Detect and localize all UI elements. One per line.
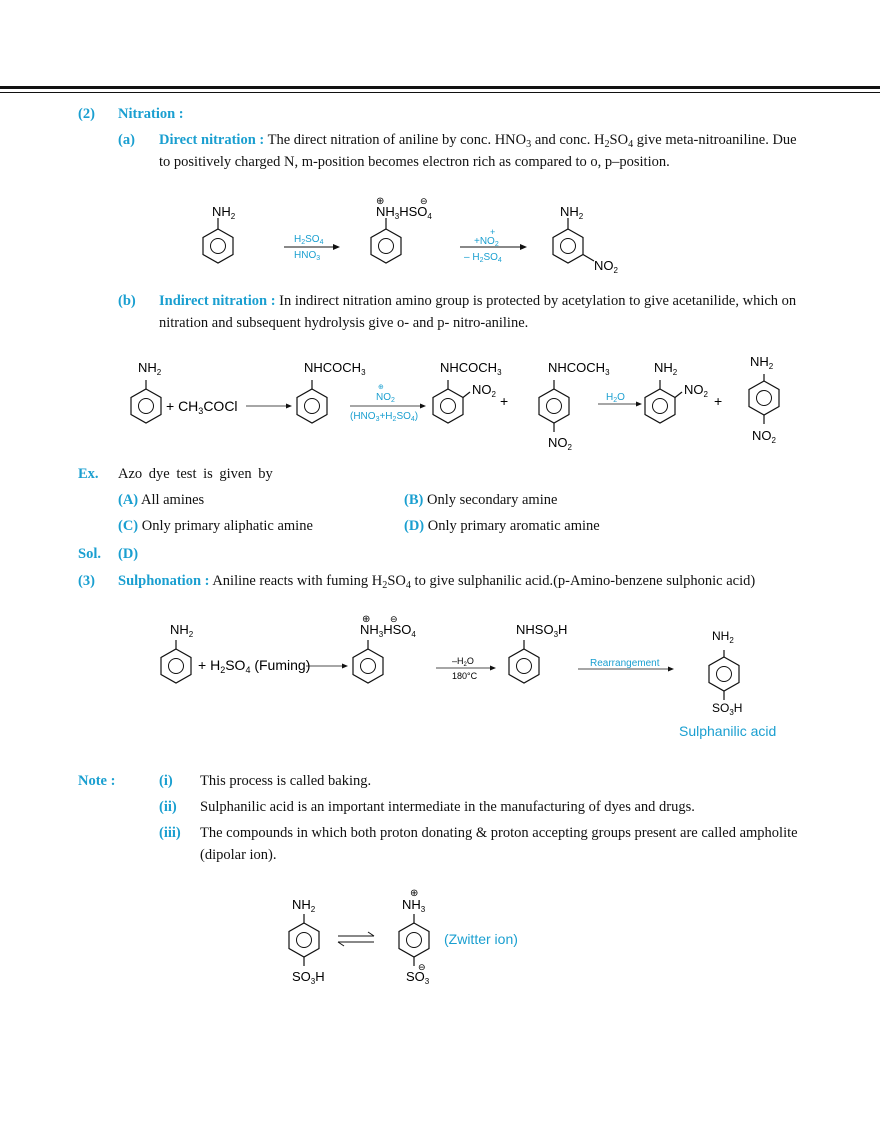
- anilinium-label: NH3HSO4: [376, 204, 432, 221]
- svg-text:NHCOCH3: NHCOCH3: [548, 360, 610, 377]
- option-a: (A) All amines: [118, 492, 205, 508]
- benzene-ring: [370, 218, 402, 264]
- svg-text:+NO2: +NO2: [474, 236, 499, 248]
- svg-text:+: +: [500, 393, 508, 409]
- svg-text:+: +: [490, 227, 495, 237]
- option-d: (D) Only primary aromatic amine: [404, 518, 600, 534]
- benzene-ring: [644, 380, 683, 424]
- header-rule-thin: [0, 92, 880, 93]
- zwitter-ion-scheme: NH2 SO3H ⊕ NH3 ⊖ SO3 (Zwitter ion): [288, 888, 518, 986]
- section-title: Nitration :: [118, 106, 184, 122]
- svg-text:NHCOCH3: NHCOCH3: [440, 360, 502, 377]
- section-number: (2): [78, 106, 95, 122]
- item-label: (b): [118, 293, 136, 309]
- option-c: (C) Only primary aliphatic amine: [118, 518, 313, 534]
- svg-text:– H2SO4: – H2SO4: [464, 252, 502, 264]
- benzene-ring: [508, 640, 540, 684]
- header-rule-thick: [0, 86, 880, 89]
- sulphonation-scheme: NH2 + H2SO4 (Fuming) ⊕ ⊖ NH3HSO4 –H2O 18…: [160, 614, 742, 717]
- benzene-ring: [288, 914, 320, 966]
- benzene-ring: [748, 374, 780, 424]
- svg-text:(HNO3+H2SO4): (HNO3+H2SO4): [350, 411, 418, 423]
- svg-text:H2SO4: H2SO4: [294, 234, 324, 246]
- svg-text:⊕: ⊕: [378, 384, 384, 391]
- svg-text:–H2O: –H2O: [452, 656, 474, 668]
- svg-text:NH2: NH2: [170, 622, 194, 639]
- svg-text:Rearrangement: Rearrangement: [590, 658, 660, 669]
- svg-text:⊕: ⊕: [410, 888, 418, 899]
- subheading: Indirect nitration :: [159, 293, 276, 309]
- question: Azo dye test is given by: [118, 466, 273, 482]
- svg-text:⊖: ⊖: [418, 962, 426, 972]
- svg-text:SO3: SO3: [406, 969, 430, 986]
- svg-text:H2O: H2O: [606, 392, 625, 404]
- svg-text:NO2: NO2: [752, 428, 777, 445]
- benzene-ring: [130, 380, 162, 424]
- svg-text:⊖: ⊖: [420, 196, 428, 206]
- indirect-nitration-scheme: NH2 + CH3COCl NHCOCH3 ⊕ NO2 (HNO3+H2SO4)…: [130, 354, 780, 452]
- text-line: nitration and subsequent hydrolysis give…: [159, 315, 529, 331]
- benzene-ring: [552, 218, 595, 264]
- solution-answer: (D): [118, 546, 139, 562]
- note-key: (iii): [159, 825, 181, 841]
- svg-text:NH2: NH2: [750, 354, 774, 371]
- item-label: (a): [118, 132, 135, 148]
- svg-text:NO2: NO2: [548, 435, 573, 452]
- note-key: (i): [159, 773, 173, 789]
- note-text: Sulphanilic acid is an important interme…: [200, 799, 695, 815]
- svg-text:⊖: ⊖: [390, 614, 398, 624]
- svg-text:NH2: NH2: [654, 360, 678, 377]
- example-label: Ex.: [78, 466, 99, 482]
- svg-text:⊕: ⊕: [376, 196, 384, 207]
- svg-text:NHCOCH3: NHCOCH3: [304, 360, 366, 377]
- svg-text:+ H2SO4 (Fuming): + H2SO4 (Fuming): [198, 657, 310, 675]
- svg-text:SO3H: SO3H: [712, 701, 742, 717]
- svg-text:NH2: NH2: [292, 897, 316, 914]
- benzene-ring: [160, 640, 192, 684]
- note-label: Note :: [78, 773, 116, 789]
- note-text: The compounds in which both proton donat…: [200, 825, 798, 841]
- text: The direct nitration of aniline by conc.…: [267, 132, 797, 150]
- svg-text:+: +: [714, 393, 722, 409]
- reagent-label: + CH3COCl: [166, 398, 238, 416]
- text-line: to positively charged N, m-position beco…: [159, 154, 670, 170]
- subheading: Direct nitration :: [159, 132, 265, 148]
- section-number: (3): [78, 573, 95, 589]
- product-name: Sulphanilic acid: [679, 723, 777, 739]
- svg-text:NH2: NH2: [138, 360, 162, 377]
- svg-text:180°C: 180°C: [452, 671, 478, 681]
- svg-text:NH3: NH3: [402, 897, 426, 914]
- svg-text:NHSO3H: NHSO3H: [516, 622, 567, 639]
- svg-text:(Zwitter ion): (Zwitter ion): [444, 931, 518, 947]
- benzene-ring: [296, 380, 328, 424]
- solution-label: Sol.: [78, 546, 101, 562]
- svg-text:NO2: NO2: [376, 392, 395, 404]
- paragraph: Sulphonation : Aniline reacts with fumin…: [118, 573, 756, 591]
- paragraph: Indirect nitration : In indirect nitrati…: [159, 290, 796, 312]
- svg-text:NH2: NH2: [560, 204, 584, 221]
- svg-text:SO3H: SO3H: [292, 969, 325, 986]
- benzene-ring: [202, 218, 234, 264]
- note-key: (ii): [159, 799, 177, 815]
- svg-text:NO2: NO2: [684, 382, 709, 399]
- note-text: (dipolar ion).: [200, 847, 277, 863]
- benzene-ring: [432, 380, 471, 424]
- paragraph: Direct nitration : The direct nitration …: [159, 129, 797, 151]
- direct-nitration-scheme: NH2 H2SO4 HNO3 ⊕ ⊖ NH3HSO4 + +NO2 – H2SO…: [202, 196, 619, 275]
- benzene-ring: [708, 650, 740, 700]
- nh2-label: NH2: [212, 204, 236, 221]
- note-text: This process is called baking.: [200, 773, 372, 789]
- no2-label: NO2: [594, 258, 619, 275]
- svg-text:HNO3: HNO3: [294, 250, 320, 262]
- svg-text:NO2: NO2: [472, 382, 497, 399]
- benzene-ring: [538, 380, 570, 432]
- benzene-ring: [398, 914, 430, 966]
- benzene-ring: [352, 640, 384, 684]
- text: In indirect nitration amino group is pro…: [279, 293, 797, 309]
- svg-text:NH2: NH2: [712, 629, 734, 645]
- svg-text:⊕: ⊕: [362, 614, 370, 625]
- option-b: (B) Only secondary amine: [404, 492, 558, 508]
- svg-text:NH3HSO4: NH3HSO4: [360, 622, 416, 639]
